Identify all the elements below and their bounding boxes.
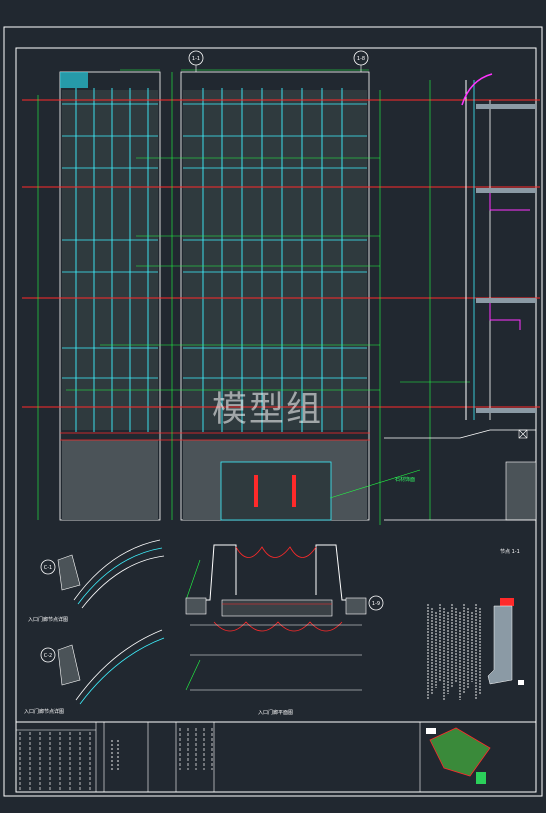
- dimension-lines: [37, 69, 470, 691]
- section-base-hatch: [505, 461, 537, 521]
- leader-line: [185, 659, 201, 691]
- entrance-door-handle-left: [254, 475, 258, 507]
- column-detail: [487, 598, 524, 685]
- detail-b-title: 入口门廊节点详图: [24, 708, 64, 715]
- axis-label-left: 1-1: [192, 56, 200, 62]
- main-elevation: [180, 71, 370, 521]
- entrance-door-frame: [220, 461, 332, 521]
- left-elevation-glass: [62, 90, 158, 430]
- left-elevation: [59, 71, 161, 521]
- detail-a-axis: C-1: [44, 565, 52, 571]
- detail-b-axis: C-2: [44, 653, 52, 659]
- drawing-frame: [15, 47, 537, 793]
- detail-b: [40, 629, 165, 705]
- notes-block: [427, 604, 481, 700]
- wall-section: [384, 73, 537, 521]
- detail-a-title: 入口门廊节点详图: [28, 616, 68, 623]
- plan-title: 入口门廊平面图: [258, 709, 293, 716]
- section-mark: 节点 1-1: [500, 549, 520, 555]
- base-note: 石材饰面: [395, 477, 416, 483]
- level-lines: [22, 99, 540, 441]
- main-elevation-glass: [183, 90, 367, 430]
- title-block: [16, 721, 536, 792]
- left-elevation-base-hatch: [62, 440, 158, 520]
- detail-a: [40, 539, 165, 609]
- mullion-grid: [62, 88, 367, 432]
- entrance-plan: [185, 544, 384, 691]
- outer-border: [3, 26, 543, 797]
- plan-axis: 1-9: [372, 601, 380, 607]
- leader-line: [329, 469, 421, 499]
- plan-canopy: [221, 599, 333, 617]
- axis-label-right: 1-8: [357, 56, 365, 62]
- entrance-door-handle-right: [292, 475, 296, 507]
- leader-line: [185, 559, 201, 601]
